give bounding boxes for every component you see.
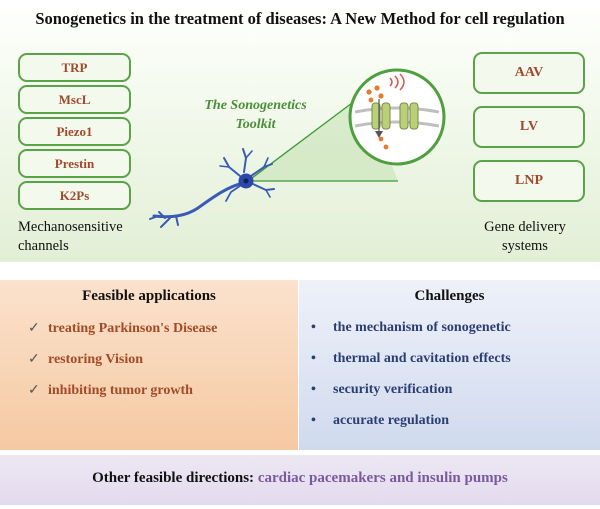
bullet-icon: • [311,382,316,397]
channel-pill-mscl: MscL [18,85,131,114]
toolkit-label: The Sonogenetics Toolkit [204,98,307,132]
ultrasound-wave [389,77,393,87]
check-icon: ✓ [28,352,40,367]
check-icon: ✓ [28,383,40,398]
ultrasound-wave [399,73,405,91]
delivery-caption: Gene delivery systems [484,219,566,254]
list-item: ✓inhibiting tumor growth [28,383,193,398]
other-directions-value: cardiac pacemakers and insulin pumps [257,470,508,486]
channel-right-b [409,102,419,130]
applications-title: Feasible applications [82,288,216,304]
delivery-pill-lnp: LNP [473,160,585,202]
challenges-list: •the mechanism of sonogenetic •thermal a… [311,320,511,444]
applications-list: ✓treating Parkinson's Disease ✓restoring… [28,320,217,413]
channels-caption: Mechanosensitive channels [18,219,123,254]
channel-pill-piezo1: Piezo1 [18,117,131,146]
list-item: •thermal and cavitation effects [311,351,511,366]
channel-pill-trp: TRP [18,53,131,82]
ion [368,97,374,103]
other-directions-banner: Other feasible directions: cardiac pacem… [0,455,600,505]
check-icon: ✓ [28,321,40,336]
ion [366,89,372,95]
list-item: •accurate regulation [311,413,449,428]
list-item: ✓restoring Vision [28,352,144,367]
ion [378,93,384,99]
bullet-icon: • [311,320,316,335]
channel-pill-k2ps: K2Ps [18,181,131,210]
other-directions-label: Other feasible directions: [92,470,255,486]
ion [374,85,380,91]
bullet-icon: • [311,413,316,428]
applications-panel: Feasible applications ✓treating Parkinso… [0,280,298,450]
challenges-title: Challenges [414,288,485,304]
ultrasound-wave [394,75,399,89]
challenges-panel: Challenges •the mechanism of sonogenetic… [299,280,600,450]
membrane-zoom [348,68,446,166]
channel-right-a [399,102,409,130]
neuron-nucleus [243,178,249,184]
channel-pill-prestin: Prestin [18,149,131,178]
list-item: •security verification [311,382,453,397]
channel-left-a [371,102,381,130]
channel-left-b [381,102,391,130]
toolkit-illustration [149,68,446,228]
ion [378,136,384,142]
bullet-icon: • [311,351,316,366]
zoom-circle [348,68,446,166]
ion [383,144,389,150]
delivery-pill-aav: AAV [473,52,585,94]
list-item: •the mechanism of sonogenetic [311,320,511,335]
figure-title: Sonogenetics in the treatment of disease… [35,9,565,28]
neuron-icon [149,148,275,228]
delivery-pill-lv: LV [473,106,585,148]
list-item: ✓treating Parkinson's Disease [28,321,218,336]
